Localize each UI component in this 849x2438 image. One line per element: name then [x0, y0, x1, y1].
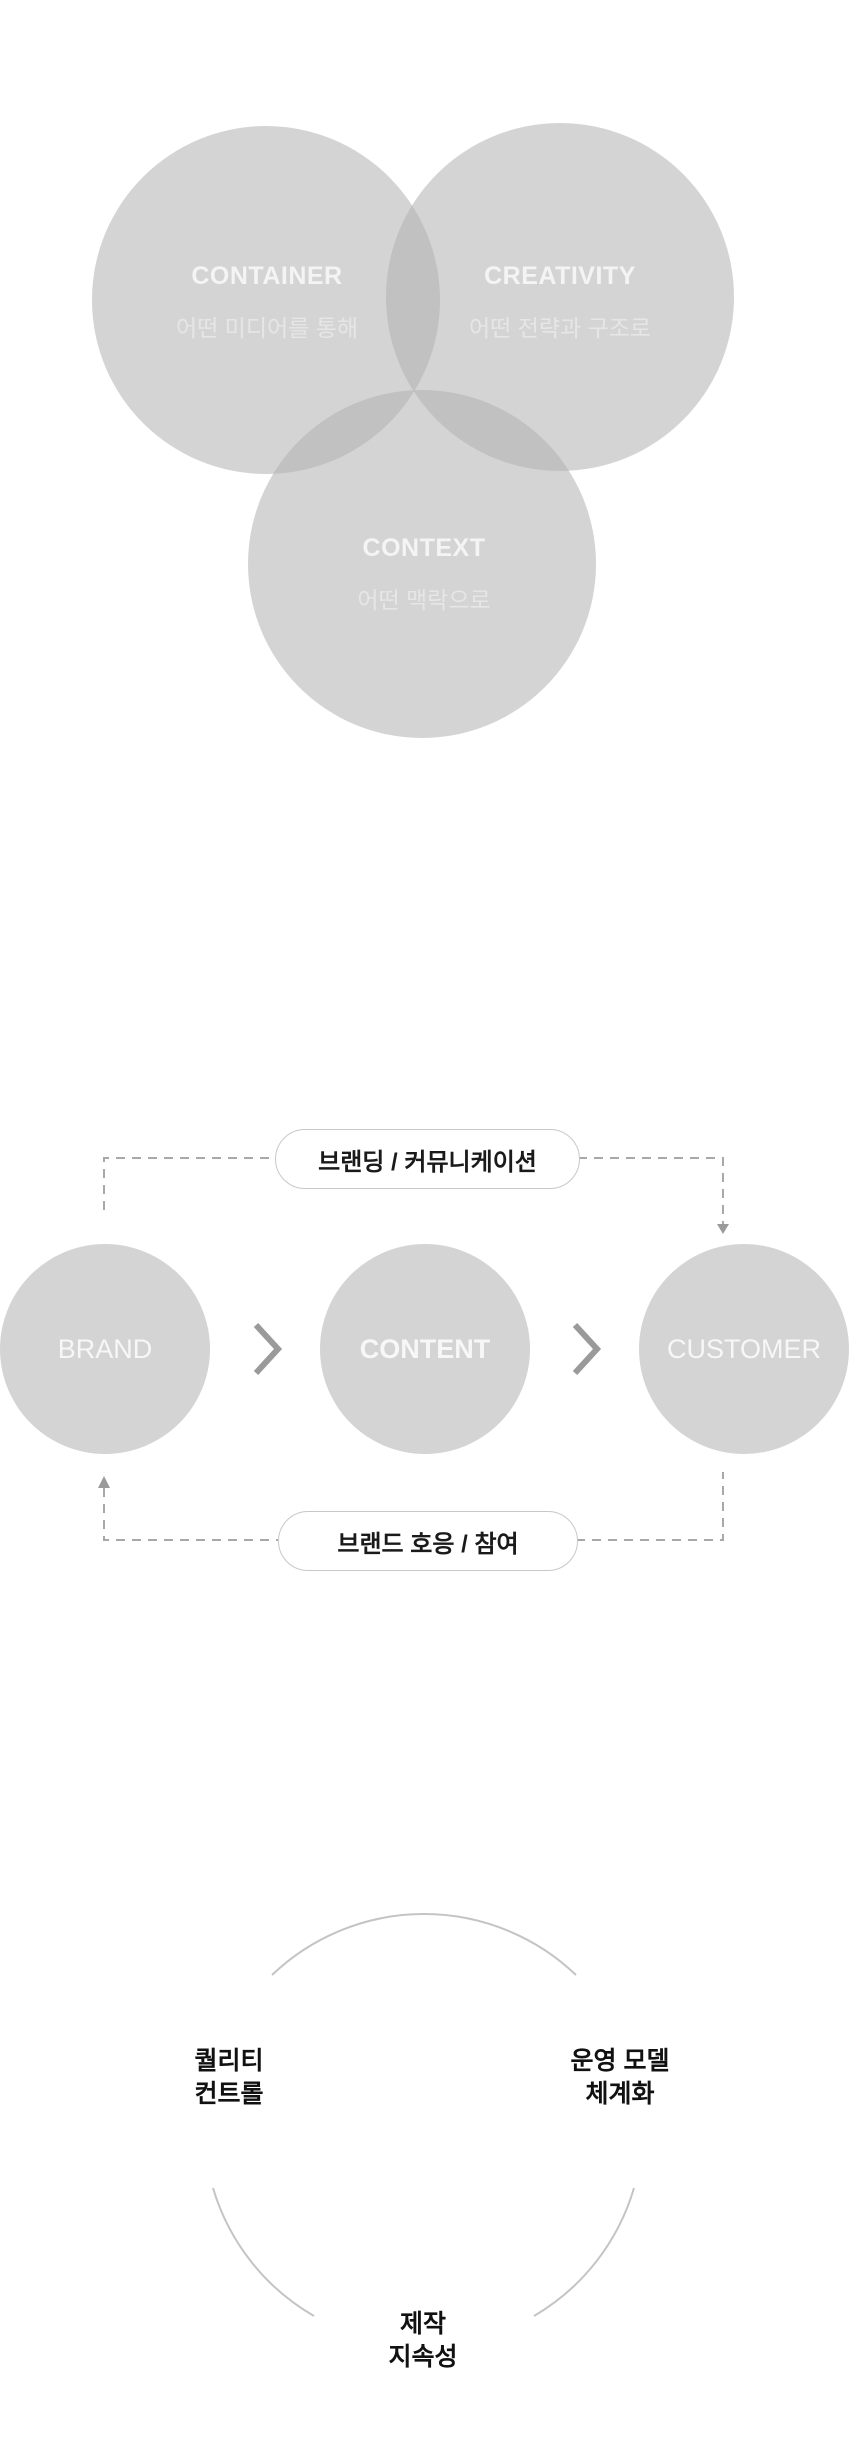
- chevron-right-icon: [253, 1322, 283, 1376]
- quality-control-line1: 퀄리티: [194, 2047, 264, 2075]
- flow-connectors: [98, 1157, 729, 1541]
- venn-diagram: CONTAINER 어떤 미디어를 통해 CREATIVITY 어떤 전략과 구…: [0, 0, 849, 760]
- operation-model-label: 운영 모델 체계화: [520, 2045, 720, 2111]
- context-circle: [248, 390, 596, 738]
- chevron-right-icon: [572, 1322, 602, 1376]
- production-sustainability-line1: 제작: [399, 2310, 446, 2338]
- container-subtitle: 어떤 미디어를 통해: [175, 315, 359, 341]
- production-sustainability-line2: 지속성: [388, 2343, 458, 2371]
- operation-cycle-diagram: 퀄리티 컨트롤 운영 모델 체계화 제작 지속성: [0, 1850, 849, 2438]
- top-arc: [271, 1913, 577, 1976]
- content-circle: CONTENT: [320, 1244, 530, 1454]
- context-subtitle: 어떤 맥락으로: [357, 587, 491, 613]
- left-arc: [212, 2187, 315, 2317]
- top-arrow-head: [717, 1224, 729, 1234]
- quality-control-line2: 컨트롤: [194, 2080, 264, 2108]
- creativity-title: CREATIVITY: [484, 262, 636, 290]
- creativity-subtitle: 어떤 전략과 구조로: [468, 315, 652, 341]
- container-label: CONTAINER 어떤 미디어를 통해: [117, 262, 417, 343]
- context-label: CONTEXT 어떤 맥락으로: [274, 534, 574, 615]
- operation-model-line2: 체계화: [585, 2080, 655, 2108]
- quality-control-label: 퀄리티 컨트롤: [129, 2045, 329, 2111]
- top-dashed-connector: [103, 1157, 724, 1225]
- brand-response-participation-pill: 브랜드 호응 / 참여: [278, 1511, 578, 1571]
- right-arc: [533, 2187, 635, 2317]
- branding-communication-pill: 브랜딩 / 커뮤니케이션: [275, 1129, 580, 1189]
- creativity-label: CREATIVITY 어떤 전략과 구조로: [410, 262, 710, 343]
- production-sustainability-label: 제작 지속성: [323, 2308, 523, 2374]
- brand-circle: BRAND: [0, 1244, 210, 1454]
- customer-circle: CUSTOMER: [639, 1244, 849, 1454]
- bottom-arrow-head: [98, 1476, 110, 1488]
- container-title: CONTAINER: [191, 262, 343, 290]
- context-title: CONTEXT: [362, 534, 486, 562]
- bottom-dashed-connector: [103, 1472, 724, 1541]
- brand-flow-diagram: 브랜딩 / 커뮤니케이션 브랜드 호응 / 참여 BRAND CONTENT C…: [0, 1100, 849, 1600]
- operation-model-line1: 운영 모델: [570, 2047, 670, 2075]
- cycle-arcs: [212, 1913, 635, 2317]
